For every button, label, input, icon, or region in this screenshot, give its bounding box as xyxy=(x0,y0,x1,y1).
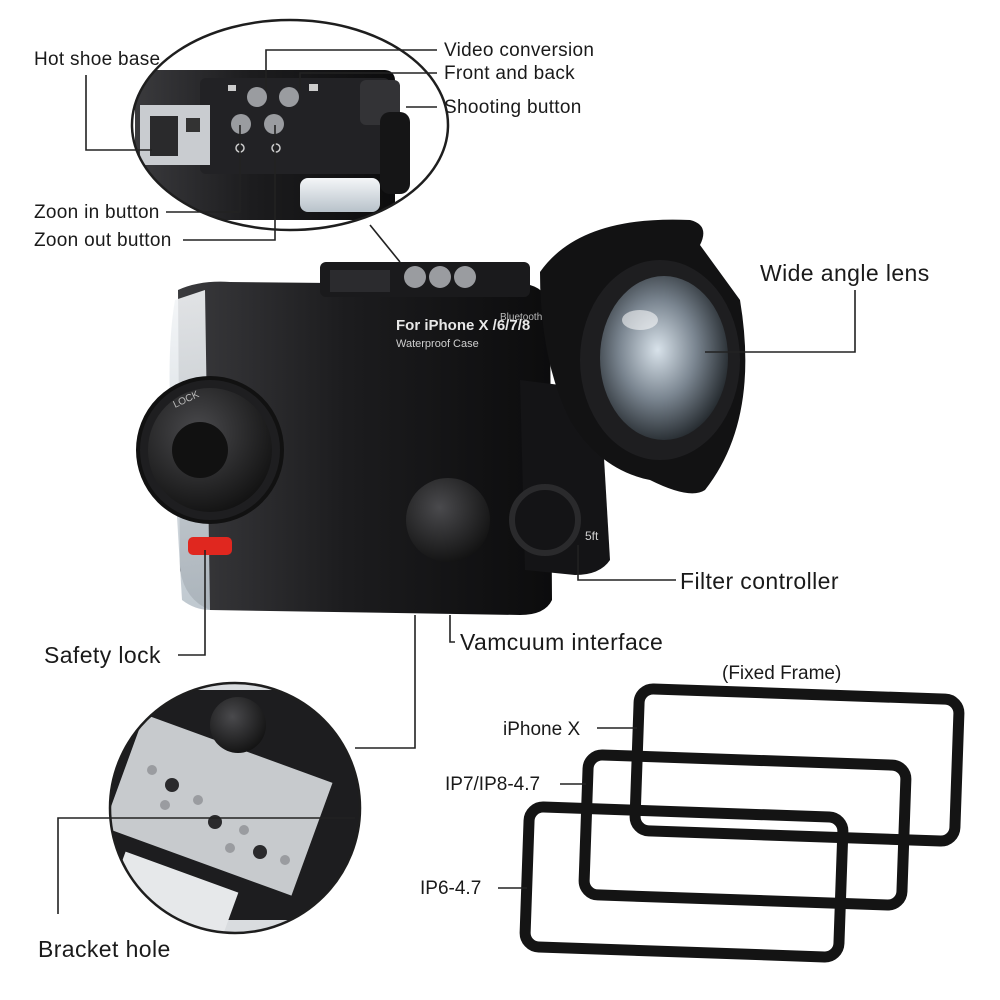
frame-ip6 xyxy=(519,801,849,963)
top-panel-closeup xyxy=(130,18,450,232)
label-shooting-button: Shooting button xyxy=(444,97,582,118)
label-vacuum-interface: Vamcuum interface xyxy=(460,629,664,655)
callout-lines xyxy=(57,49,856,914)
waterproof-housing: For iPhone X /6/7/8 Waterproof Case Blue… xyxy=(136,219,746,615)
label-filter-controller: Filter controller xyxy=(680,568,839,594)
label-iphone-x: iPhone X xyxy=(503,719,581,740)
label-zoom-out-button: Zoon out button xyxy=(34,230,172,251)
safety-lock-tab xyxy=(188,537,232,555)
housing-model-text: For iPhone X /6/7/8 xyxy=(396,317,530,334)
label-ip7-ip8: IP7/IP8-4.7 xyxy=(445,774,541,795)
label-front-and-back: Front and back xyxy=(444,63,575,84)
label-safety-lock: Safety lock xyxy=(44,642,161,668)
fixed-frames xyxy=(519,683,965,963)
label-zoom-in-button: Zoon in button xyxy=(34,202,160,223)
housing-bluetooth-text: Bluetooth xyxy=(500,312,542,323)
label-wide-angle-lens: Wide angle lens xyxy=(760,260,930,286)
label-bracket-hole: Bracket hole xyxy=(38,936,171,962)
label-hot-shoe-base: Hot shoe base xyxy=(34,49,161,70)
label-ip6: IP6-4.7 xyxy=(420,878,482,899)
label-fixed-frame: (Fixed Frame) xyxy=(722,663,842,684)
frame-ip7-ip8 xyxy=(578,749,912,911)
bottom-panel-closeup xyxy=(108,681,362,935)
label-video-conversion: Video conversion xyxy=(444,40,595,61)
housing-subtitle-text: Waterproof Case xyxy=(396,338,479,350)
depth-text: 5ft xyxy=(585,529,599,543)
